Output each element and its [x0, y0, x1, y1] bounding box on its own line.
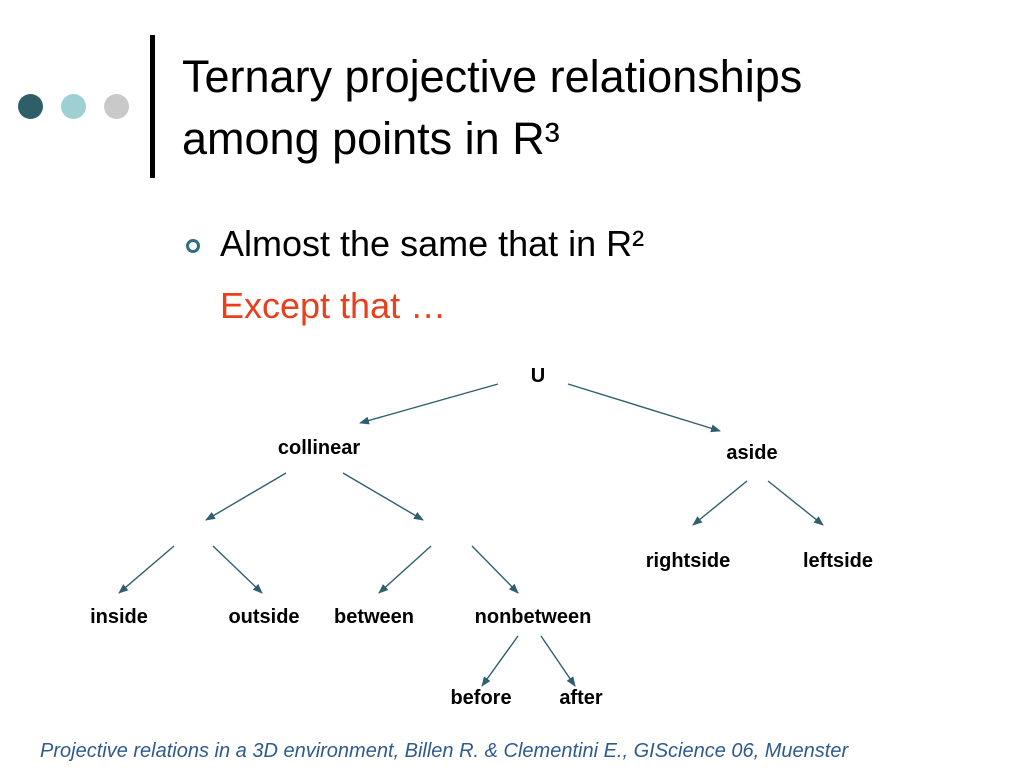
title-divider: [150, 35, 155, 178]
tree-edge-collinear-to-collinear-right-branch: [342, 472, 424, 521]
tree-edge-nonbetween-to-after: [540, 635, 576, 687]
tree-edge-collinear-left-branch-to-inside: [118, 545, 175, 594]
tree-edge-collinear-right-branch-to-nonbetween: [471, 545, 519, 594]
tree-edge-collinear-left-branch-to-outside: [212, 545, 263, 594]
tree-edge-collinear-to-collinear-left-branch: [205, 472, 287, 521]
tree-node-after: after: [559, 687, 603, 709]
tree-edge-collinear-right-branch-to-between: [378, 545, 432, 594]
slide-title-line-1: Ternary projective relationships: [182, 51, 803, 102]
tree-edge-nonbetween-to-before: [481, 635, 519, 687]
citation-footer: Projective relations in a 3D environment…: [40, 740, 849, 762]
tree-node-aside: aside: [726, 442, 777, 464]
decor-dot-mid: [61, 94, 86, 119]
tree-node-between: between: [334, 606, 414, 628]
decor-dot-dark: [18, 94, 43, 119]
tree-edge-u-to-aside: [567, 383, 721, 433]
tree-edge-aside-to-rightside: [692, 480, 748, 526]
decor-dot-light: [104, 94, 129, 119]
tree-node-leftside: leftside: [803, 550, 873, 572]
tree-node-inside: inside: [90, 606, 148, 628]
tree-node-nonbetween: nonbetween: [475, 606, 592, 628]
tree-node-collinear: collinear: [278, 437, 360, 459]
tree-edges: [118, 383, 824, 687]
tree-node-rightside: rightside: [646, 550, 730, 572]
bullet-text: Almost the same that in R²: [220, 223, 645, 264]
tree-node-before: before: [450, 687, 511, 709]
tree-edge-u-to-collinear: [359, 383, 499, 425]
tree-node-u: U: [531, 365, 545, 387]
tree-edge-aside-to-leftside: [767, 480, 824, 526]
bullet-circle-icon: [186, 239, 200, 253]
bullet-subtext: Except that …: [220, 285, 447, 326]
slide-title: Ternary projective relationships among p…: [182, 46, 1002, 170]
slide-title-line-2: among points in R³: [182, 113, 560, 164]
tree-node-outside: outside: [228, 606, 299, 628]
